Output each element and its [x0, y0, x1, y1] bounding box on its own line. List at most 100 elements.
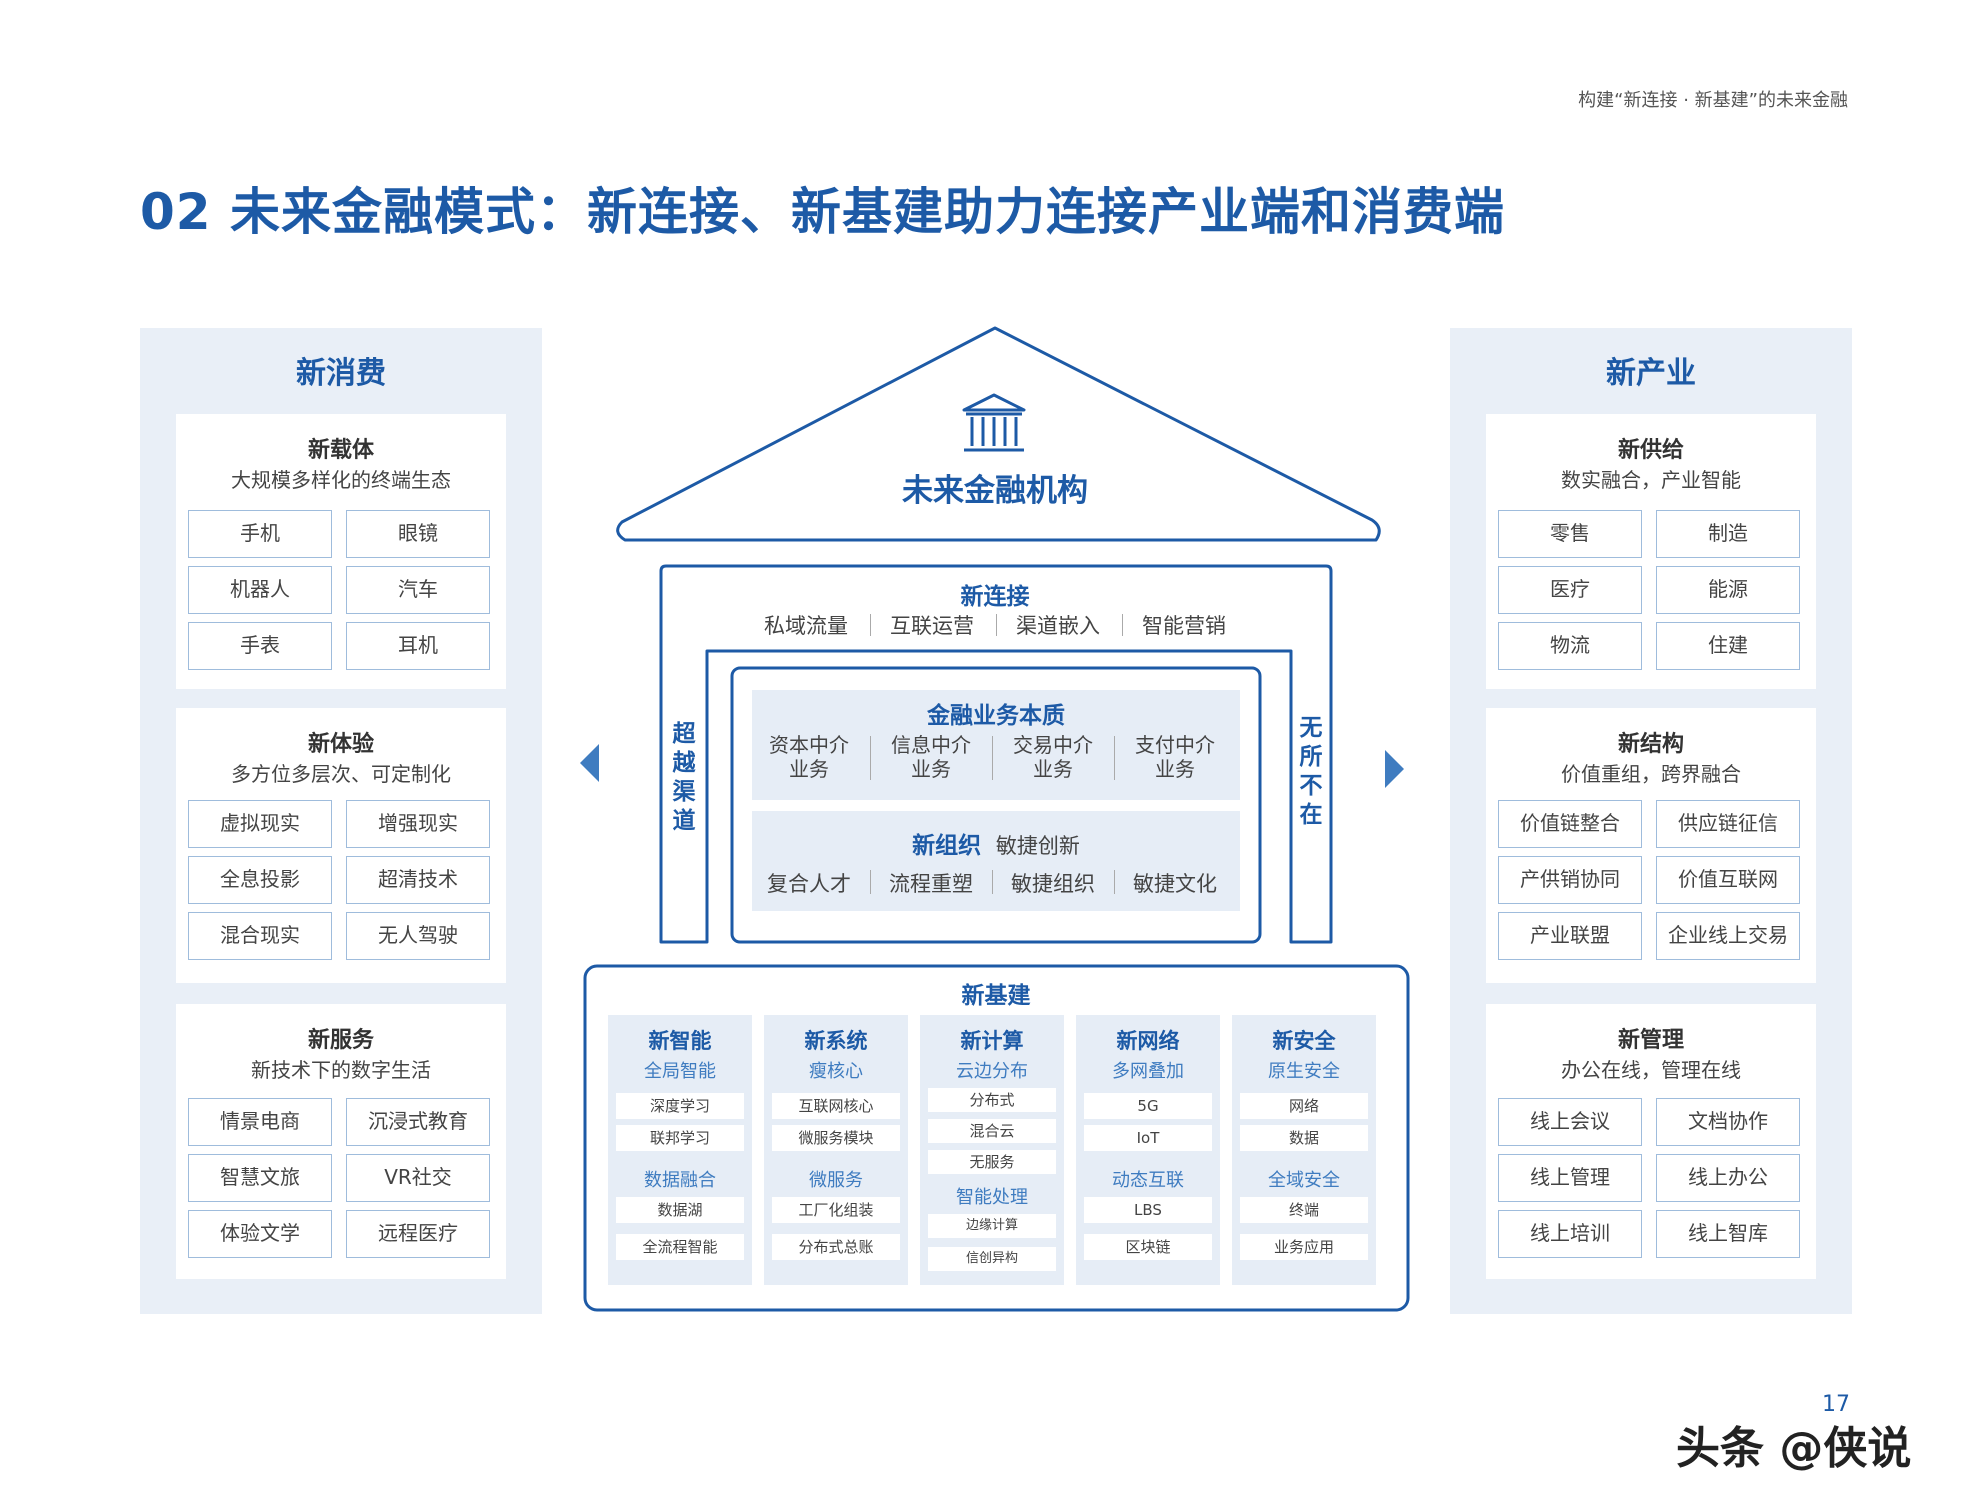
tag-item: 零售 [1498, 510, 1642, 558]
column-sub: 多网叠加 [1112, 1061, 1184, 1082]
infra-column-intelligence: 新智能 全局智能 深度学习 联邦学习 数据融合 数据湖 全流程智能 [608, 1015, 752, 1285]
tag-item: 物流 [1498, 622, 1642, 670]
column-sub: 云边分布 [956, 1061, 1028, 1082]
industry-panel-title: 新产业 [1606, 356, 1696, 391]
tag-item: 虚拟现实 [188, 800, 332, 848]
new-org-box [752, 811, 1240, 911]
card-new-supply: 新供给 数实融合，产业智能 零售 制造 医疗 能源 物流 住建 [1486, 414, 1816, 689]
finance-item-line: 业务 [1155, 757, 1195, 781]
column-sub: 微服务 [809, 1170, 863, 1191]
tag-item: 产业联盟 [1498, 912, 1642, 960]
separator [996, 614, 997, 636]
column-title: 新网络 [1116, 1029, 1180, 1053]
card-new-structure: 新结构 价值重组，跨界融合 价值链整合 供应链征信 产供销协同 价值互联网 产业… [1486, 708, 1816, 983]
finance-item: 交易中介 业务 [998, 733, 1108, 781]
column-sub: 智能处理 [956, 1187, 1028, 1208]
mini-item: 边缘计算 [928, 1214, 1056, 1238]
triangle-left-icon [580, 744, 599, 782]
tag-item: 产供销协同 [1498, 856, 1642, 904]
column-sub: 数据融合 [644, 1170, 716, 1191]
connect-item: 私域流量 [764, 614, 848, 638]
mini-item: 分布式 [928, 1088, 1056, 1112]
mini-item: 工厂化组装 [772, 1197, 900, 1223]
left-pillar-label: 超越渠道 [672, 721, 696, 834]
column-sub: 全局智能 [644, 1061, 716, 1082]
infra-title: 新基建 [961, 983, 1031, 1009]
tag-item: 远程医疗 [346, 1210, 490, 1258]
tag-item: 供应链征信 [1656, 800, 1800, 848]
column-sub: 动态互联 [1112, 1170, 1184, 1191]
tag-item: 文档协作 [1656, 1098, 1800, 1146]
mini-item: 信创异构 [928, 1247, 1056, 1271]
separator [870, 870, 871, 894]
mini-item: 全流程智能 [616, 1234, 744, 1260]
card-subtitle: 数实融合，产业智能 [1561, 468, 1741, 492]
mini-item: 联邦学习 [616, 1125, 744, 1151]
infra-column-system: 新系统 瘦核心 互联网核心 微服务模块 微服务 工厂化组装 分布式总账 [764, 1015, 908, 1285]
mini-item: 区块链 [1084, 1234, 1212, 1260]
org-heading: 新组织 敏捷创新 [856, 826, 1136, 860]
tag-item: VR社交 [346, 1154, 490, 1202]
card-subtitle: 大规模多样化的终端生态 [231, 468, 451, 492]
column-sub: 全域安全 [1268, 1170, 1340, 1191]
consumer-panel: 新消费 新载体 大规模多样化的终端生态 手机 眼镜 机器人 汽车 手表 耳机 新… [140, 328, 542, 1314]
tag-item: 手表 [188, 622, 332, 670]
mini-item: 数据 [1240, 1125, 1368, 1151]
tag-item: 线上会议 [1498, 1098, 1642, 1146]
header-caption: 构建“新连接 · 新基建”的未来金融 [1578, 90, 1848, 111]
tag-item: 线上管理 [1498, 1154, 1642, 1202]
org-subtitle: 敏捷创新 [995, 834, 1080, 858]
roof-title: 未来金融机构 [902, 473, 1088, 509]
org-item: 复合人才 [767, 872, 851, 896]
card-title: 新载体 [307, 438, 374, 463]
card-subtitle: 多方位多层次、可定制化 [231, 762, 451, 786]
connect-item: 智能营销 [1142, 614, 1226, 638]
industry-panel: 新产业 新供给 数实融合，产业智能 零售 制造 医疗 能源 物流 住建 新结构 … [1450, 328, 1852, 1314]
separator [1114, 736, 1115, 780]
mini-item: 无服务 [928, 1150, 1056, 1174]
tag-item: 手机 [188, 510, 332, 558]
separator [1114, 870, 1115, 894]
consumer-panel-title: 新消费 [296, 356, 386, 391]
tag-item: 能源 [1656, 566, 1800, 614]
tag-item: 无人驾驶 [346, 912, 490, 960]
tag-item: 体验文学 [188, 1210, 332, 1258]
finance-item-line: 业务 [1033, 757, 1073, 781]
card-subtitle: 价值重组，跨界融合 [1561, 762, 1741, 786]
mini-item: IoT [1084, 1125, 1212, 1151]
card-new-management: 新管理 办公在线，管理在线 线上会议 文档协作 线上管理 线上办公 线上培训 线… [1486, 1004, 1816, 1279]
infra-column-network: 新网络 多网叠加 5G IoT 动态互联 LBS 区块链 [1076, 1015, 1220, 1285]
finance-item: 信息中介 业务 [876, 733, 986, 781]
finance-item: 资本中介 业务 [754, 733, 864, 781]
infra-column-compute: 新计算 云边分布 分布式 混合云 无服务 智能处理 边缘计算 信创异构 [920, 1015, 1064, 1285]
org-item: 敏捷组织 [1011, 872, 1095, 896]
column-title: 新安全 [1272, 1029, 1336, 1053]
tag-item: 机器人 [188, 566, 332, 614]
tag-item: 智慧文旅 [188, 1154, 332, 1202]
column-sub: 原生安全 [1268, 1061, 1340, 1082]
column-title: 新计算 [960, 1029, 1024, 1053]
tag-item: 沉浸式教育 [346, 1098, 490, 1146]
finance-title: 金融业务本质 [927, 703, 1065, 729]
mini-item: 深度学习 [616, 1093, 744, 1119]
connect-item: 互联运营 [890, 614, 974, 638]
card-new-experience: 新体验 多方位多层次、可定制化 虚拟现实 增强现实 全息投影 超清技术 混合现实… [176, 708, 506, 983]
mini-item: LBS [1084, 1197, 1212, 1223]
mini-item: 网络 [1240, 1093, 1368, 1119]
column-title: 新智能 [648, 1029, 712, 1053]
finance-item-line: 资本中介 [769, 733, 849, 757]
page-number: 17 [1822, 1392, 1850, 1417]
separator [1122, 614, 1123, 636]
tag-item: 住建 [1656, 622, 1800, 670]
triangle-right-icon [1385, 750, 1404, 788]
mini-item: 混合云 [928, 1119, 1056, 1143]
column-title: 新系统 [804, 1029, 868, 1053]
tag-item: 混合现实 [188, 912, 332, 960]
connect-arch [659, 564, 1333, 944]
card-title: 新管理 [1617, 1028, 1684, 1053]
finance-item-line: 支付中介 [1135, 733, 1215, 757]
mini-item: 数据湖 [616, 1197, 744, 1223]
column-sub: 瘦核心 [809, 1061, 863, 1082]
finance-item-line: 业务 [789, 757, 829, 781]
tag-item: 情景电商 [188, 1098, 332, 1146]
